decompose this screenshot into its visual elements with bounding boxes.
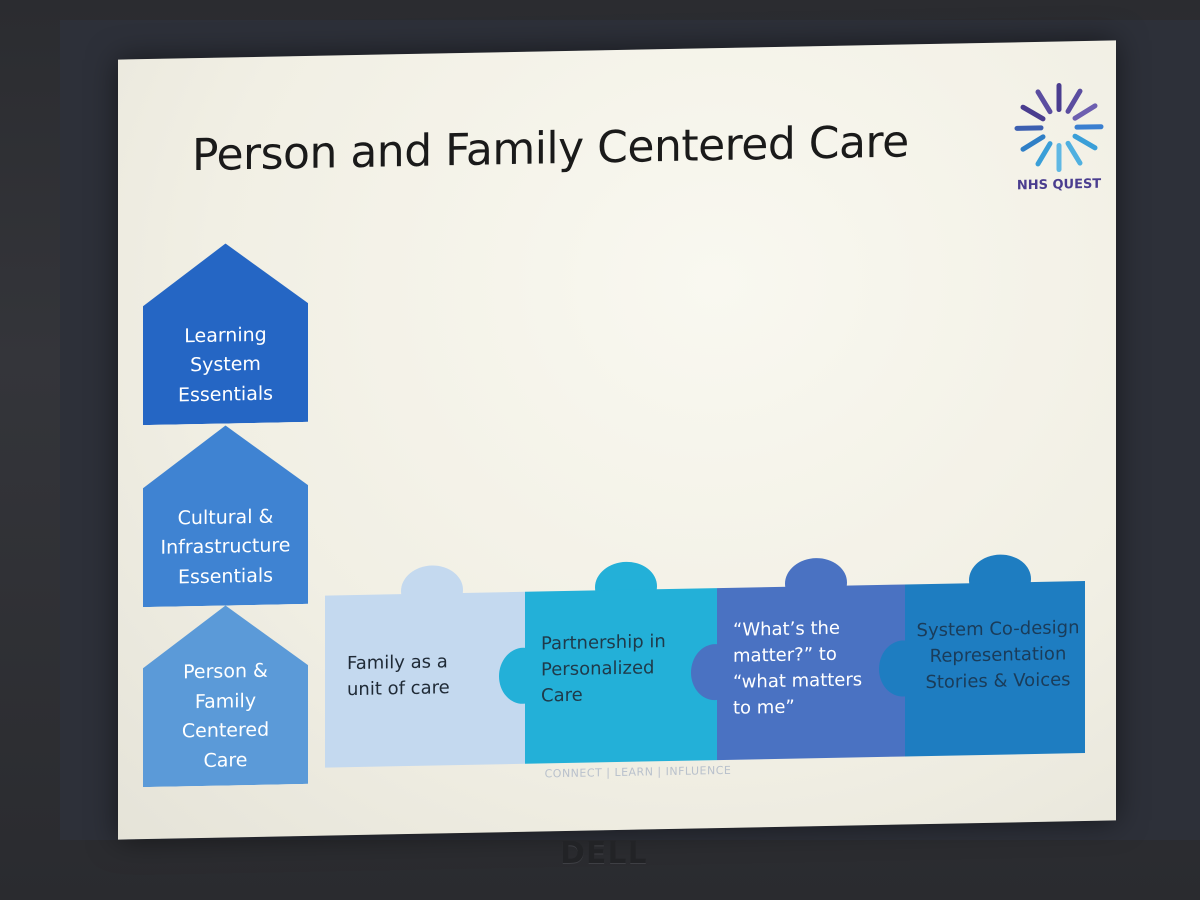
pillar-line: Care (203, 748, 248, 772)
puzzle-text: Partnership in Personalized Care (541, 629, 666, 710)
sunburst-logo-icon (1014, 83, 1104, 173)
puzzle-line: matter?” to (733, 643, 837, 667)
nhs-quest-logo: NHS QUEST (1013, 81, 1105, 203)
puzzle-piece-family: Family as a unit of care (325, 564, 525, 768)
puzzle-line: to me” (733, 696, 795, 720)
puzzle-piece-partnership: Partnership in Personalized Care (499, 561, 717, 764)
puzzle-line: System Co-design (916, 617, 1080, 642)
presentation-slide: Person and Family Centered Care (118, 40, 1116, 840)
puzzle-text: System Co-design Representation Stories … (913, 615, 1083, 697)
logo-text: NHS QUEST (1016, 176, 1102, 194)
pillar-line: System (190, 352, 261, 377)
slide-footer: CONNECT | LEARN | INFLUENCE (544, 763, 732, 781)
pillar-line: Essentials (177, 382, 274, 406)
puzzle-line: “What’s the (733, 617, 840, 641)
pillar-cultural-infrastructure: Cultural & Infrastructure Essentials (143, 424, 308, 607)
dell-logo: DELL (560, 836, 648, 871)
pillar-line: Cultural & (177, 505, 274, 530)
puzzle-line: Partnership in (541, 631, 666, 655)
pillar-label: Learning System Essentials (178, 320, 273, 424)
puzzle-line: unit of care (347, 677, 450, 701)
pillar-line: Person & (183, 659, 268, 684)
pillar-line: Infrastructure (160, 534, 291, 559)
pillar-label: Person & Family Centered Care (182, 657, 269, 786)
puzzle-text: “What’s the matter?” to “what matters to… (733, 615, 862, 722)
pillar-line: Centered (181, 718, 270, 743)
pillar-line: Family (194, 689, 257, 713)
puzzle-line: “what matters (733, 669, 863, 693)
pillar-label: Cultural & Infrastructure Essentials (160, 502, 290, 607)
puzzle-line: Family as a (347, 651, 448, 675)
pillar-person-family: Person & Family Centered Care (143, 604, 308, 787)
puzzle-line: Representation (929, 643, 1067, 668)
pillar-line: Learning (184, 323, 267, 347)
puzzle-text: Family as a unit of care (347, 649, 450, 703)
pillar-line: Essentials (177, 564, 274, 588)
puzzle-piece-what-matters: “What’s the matter?” to “what matters to… (691, 557, 905, 761)
slide-title: Person and Family Centered Care (192, 116, 909, 182)
puzzle-piece-system-codesign: System Co-design Representation Stories … (879, 554, 1085, 757)
puzzle-line: Care (541, 684, 583, 707)
puzzle-line: Personalized (541, 657, 655, 681)
pillar-learning-system: Learning System Essentials (143, 242, 308, 425)
puzzle-line: Stories & Voices (925, 669, 1071, 694)
